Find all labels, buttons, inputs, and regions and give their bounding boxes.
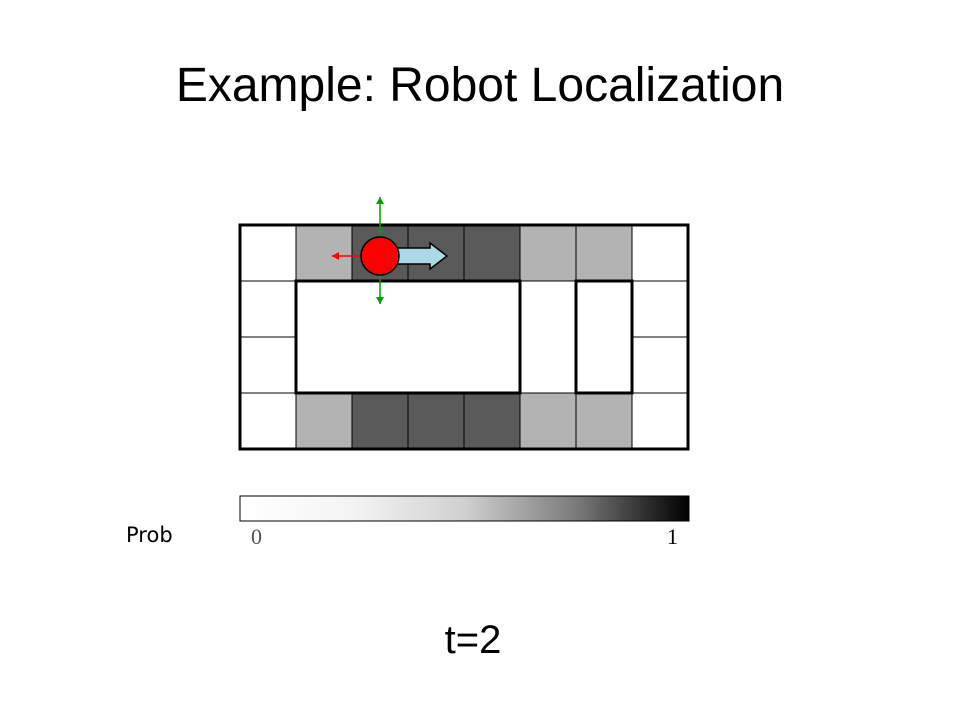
grid-cell — [239, 336, 297, 394]
grid-cell — [631, 392, 689, 450]
grid-cell — [239, 392, 297, 450]
grid-cell — [575, 392, 633, 450]
grid-cell — [463, 224, 521, 282]
grid-cell — [631, 280, 689, 338]
time-step-label: t=2 — [444, 618, 502, 662]
motion-arrow-icon — [394, 241, 449, 271]
grid-cell — [295, 392, 353, 450]
grid-cell — [295, 224, 353, 282]
slide-title: Example: Robot Localization — [175, 59, 785, 112]
probability-colorbar — [239, 495, 690, 522]
robot-icon — [360, 236, 400, 276]
grid-cell — [463, 392, 521, 450]
grid-cell — [519, 392, 577, 450]
grid-cell — [575, 224, 633, 282]
sensor-up-head — [376, 197, 384, 204]
colorbar-label: Prob — [126, 523, 173, 547]
grid-walls — [238, 223, 690, 451]
obstacle-block — [294, 279, 522, 395]
grid-cell — [239, 224, 297, 282]
colorbar-min-label: 0 — [251, 524, 262, 549]
sensor-down-head — [376, 297, 384, 304]
grid-cell — [407, 392, 465, 450]
grid-cell — [351, 392, 409, 450]
grid-cell — [519, 224, 577, 282]
robot-layer — [332, 197, 449, 304]
obstacle-block — [574, 279, 634, 395]
grid-cell — [631, 336, 689, 394]
colorbar-max-label: 1 — [667, 524, 678, 549]
grid-cell — [631, 224, 689, 282]
grid-cell — [239, 280, 297, 338]
sensor-left-head — [332, 252, 339, 260]
environment-border — [238, 223, 690, 451]
